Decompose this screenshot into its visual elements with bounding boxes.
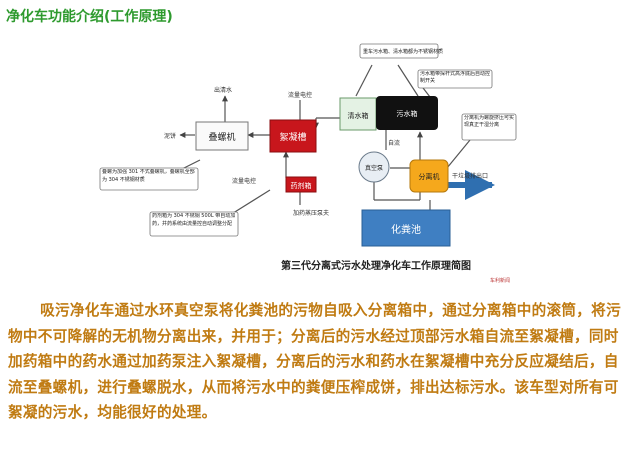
pipe-lines [169,64,471,216]
flow-meter-mid-label: 流量电控 [232,177,256,185]
gravity-label: 自流 [388,139,400,147]
vacuum-pump: 真空泵 [358,151,390,183]
vacuum-pump-label: 真空泵 [365,164,383,172]
note-dewatering-text: 叠螺为加强 301 不式叠螺机，叠螺机全部为 304 不锈钢材质 [102,169,195,183]
note-tank-valve: 污水箱带探杆式高浮底后自动控制开关 [417,69,493,89]
separator-machine: 分离机 [409,159,449,193]
note-separator: 分离机为螺旋挤压可实现真正干湿分离 [461,113,517,141]
note-dosing-text: 药剂箱为 304 不锈钢 500L 带自动加药，并药系统由流量控自动调整分配 [152,213,236,227]
separator-label: 分离机 [419,172,440,181]
page-title: 净化车功能介绍(工作原理) [6,9,173,25]
note-separator-text: 分离机为螺旋挤压可实现真正干湿分离 [464,115,514,128]
dry-residue-label: 干垃圾排出口 [452,172,488,180]
note-tank-material: 重车污水箱、清水箱都为不锈钢材质 [359,43,443,59]
dosing-tank: 药剂箱 [285,176,317,193]
flow-meter-top-label: 流量电控 [288,91,312,99]
note-tank-material-text: 重车污水箱、清水箱都为不锈钢材质 [363,48,443,55]
note-tank-valve-text: 污水箱带探杆式高浮底后自动控制开关 [420,71,490,84]
dewatering-machine: 叠螺机 [195,121,249,151]
dirty-water-tank: 污水箱 [376,96,438,130]
water-out-label: 出清水 [214,86,232,94]
dosing-label: 药剂箱 [291,181,312,190]
sludge-out-label: 泥饼 [164,132,176,140]
clean-water-tank: 清水箱 [339,97,377,131]
coagulation-tank: 絮凝槽 [269,119,317,153]
clean-water-label: 清水箱 [348,111,369,120]
dewatering-label: 叠螺机 [208,131,235,143]
coagulation-label: 絮凝槽 [279,131,306,143]
description-paragraph: 吸污净化车通过水环真空泵将化粪池的污物自吸入分离箱中，通过分离箱中的滚筒，将污物… [8,302,621,421]
note-dewatering: 叠螺为加强 301 不式叠螺机，叠螺机全部为 304 不锈钢材质 [99,167,199,191]
note-dosing: 药剂箱为 304 不锈钢 500L 带自动加药，并药系统由流量控自动调整分配 [149,211,239,237]
dosing-pump-label: 加药蒸压泵夫 [293,209,329,217]
septic-label: 化粪池 [391,223,421,236]
diagram-caption: 第三代分离式污水处理净化车工作原理简图 [281,259,471,272]
dirty-water-label: 污水箱 [397,109,418,118]
watermark: 车利新闻 [490,277,510,284]
septic-tank: 化粪池 [361,209,451,247]
